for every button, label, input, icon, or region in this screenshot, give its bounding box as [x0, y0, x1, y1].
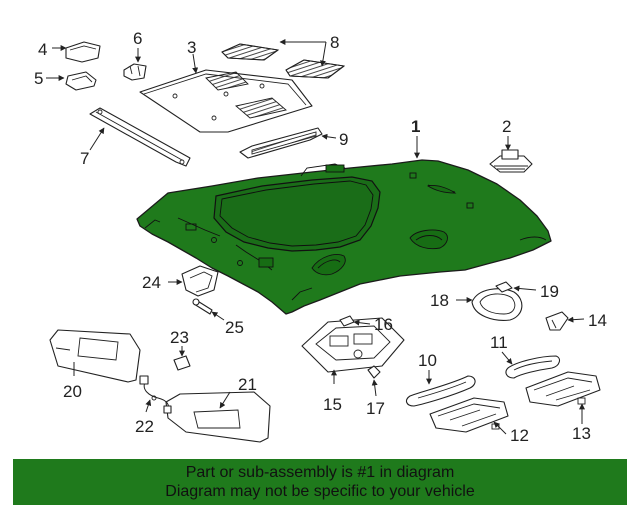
- part-9-strip[interactable]: [239, 127, 323, 159]
- callout-22: 22: [135, 417, 154, 436]
- part-15-overhead-console[interactable]: [301, 317, 405, 373]
- banner-line-1: Part or sub-assembly is #1 in diagram: [185, 464, 455, 481]
- part-12-bracket[interactable]: [429, 397, 509, 433]
- part-10-grab-handle[interactable]: [405, 375, 476, 407]
- callout-13: 13: [572, 424, 591, 443]
- callout-5: 5: [34, 69, 43, 88]
- part-25-screw[interactable]: [192, 298, 213, 315]
- callout-9: 9: [339, 130, 348, 149]
- callout-10: 10: [418, 351, 437, 370]
- part-20-sun-visor[interactable]: [49, 329, 141, 383]
- part-8-vent-covers[interactable]: [221, 43, 346, 79]
- callout-11: 11: [490, 333, 508, 352]
- vehicle-notice-banner: Part or sub-assembly is #1 in diagram Di…: [13, 459, 627, 505]
- part-3-panel[interactable]: [139, 69, 313, 133]
- callout-1: 1: [411, 117, 420, 136]
- callout-labels: 1 2 3 4 5 6 7 8 9 10 11 12 13 14 15 16 1…: [34, 29, 607, 445]
- part-5-cover[interactable]: [65, 71, 97, 91]
- callout-6: 6: [133, 29, 142, 48]
- leader-lines: [46, 39, 585, 435]
- callout-12: 12: [510, 426, 529, 445]
- callout-3: 3: [187, 38, 196, 57]
- part-13-bracket[interactable]: [525, 371, 601, 407]
- part-18-lamp[interactable]: [471, 288, 523, 321]
- part-6-clip[interactable]: [123, 63, 147, 81]
- callout-8: 8: [330, 33, 339, 52]
- callout-21: 21: [238, 375, 257, 394]
- part-24-bracket[interactable]: [181, 265, 219, 297]
- part-1-headliner[interactable]: [136, 159, 552, 315]
- part-22-wire-harness[interactable]: [139, 375, 172, 414]
- part-7-rail[interactable]: [89, 107, 191, 167]
- part-2-clip[interactable]: [489, 149, 533, 173]
- callout-18: 18: [430, 291, 449, 310]
- callout-25: 25: [225, 318, 244, 337]
- callout-23: 23: [170, 328, 189, 347]
- callout-4: 4: [38, 40, 47, 59]
- part-17-bulb[interactable]: [367, 365, 381, 379]
- callout-17: 17: [366, 399, 385, 418]
- callout-7: 7: [80, 149, 89, 168]
- callout-15: 15: [323, 395, 342, 414]
- callout-24: 24: [142, 273, 161, 292]
- callout-19: 19: [540, 282, 559, 301]
- banner-line-2: Diagram may not be specific to your vehi…: [165, 483, 475, 500]
- callout-2: 2: [502, 117, 511, 136]
- part-4-bracket[interactable]: [65, 41, 101, 63]
- part-23-clip[interactable]: [173, 355, 191, 371]
- callout-14: 14: [588, 311, 607, 330]
- part-19-bulb[interactable]: [495, 281, 513, 293]
- part-14-clip[interactable]: [545, 311, 569, 331]
- part-11-grab-handle[interactable]: [505, 355, 561, 379]
- part-21-sun-visor[interactable]: [165, 391, 271, 443]
- callout-20: 20: [63, 382, 82, 401]
- callout-16: 16: [374, 315, 393, 334]
